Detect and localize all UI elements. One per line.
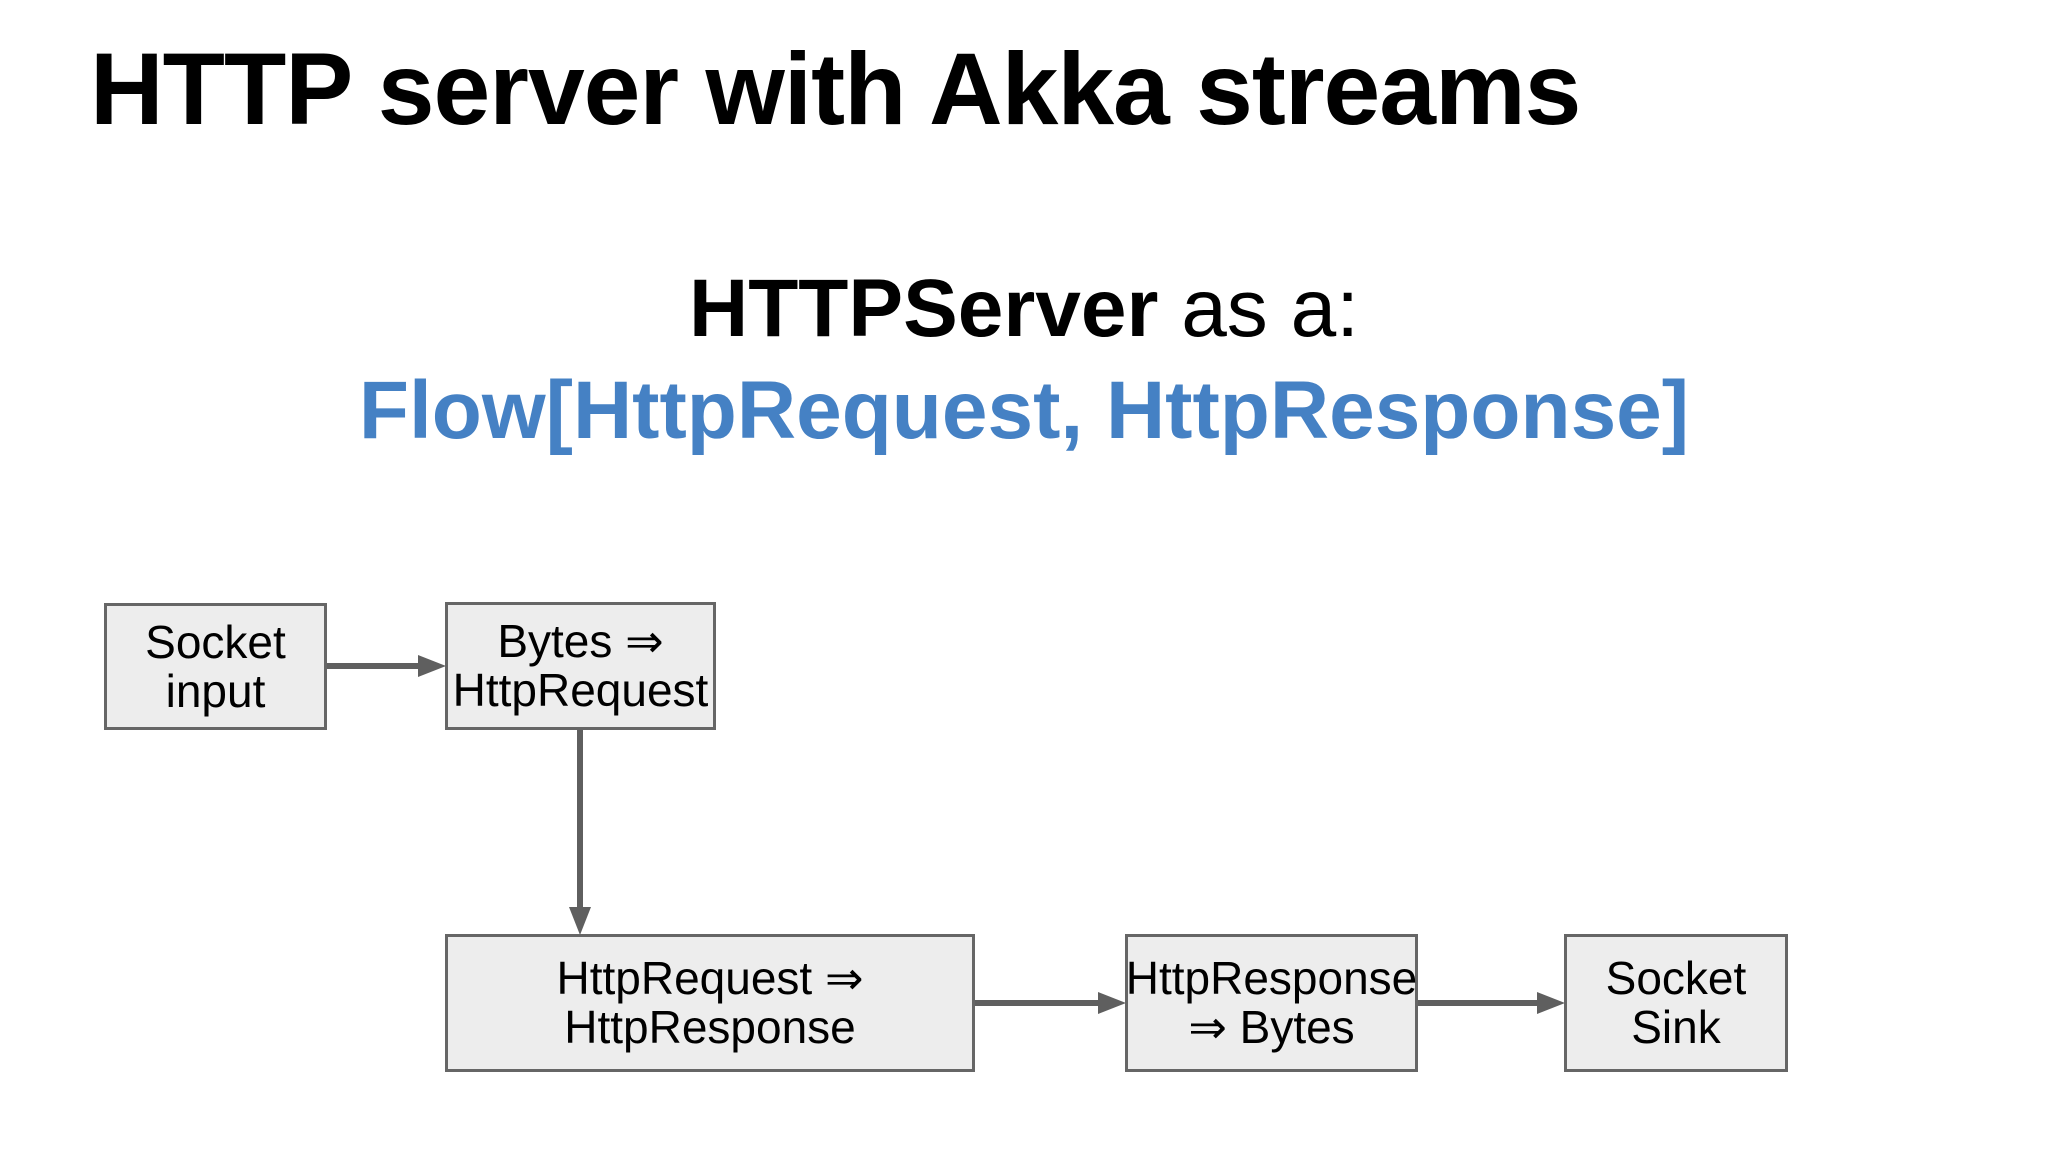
node-label-line: Socket bbox=[1605, 952, 1747, 1004]
flow-type-signature: Flow[HttpRequest, HttpResponse] bbox=[358, 365, 1690, 456]
node-label-line: HttpResponse bbox=[564, 1001, 856, 1053]
subtitle-rest-text: as a: bbox=[1158, 263, 1359, 354]
arrow-bytes-to-request-response bbox=[569, 730, 591, 935]
node-httpresponse-to-bytes: HttpResponse ⇒ Bytes bbox=[1125, 934, 1418, 1072]
node-label-line: Bytes ⇒ bbox=[497, 615, 664, 667]
node-label-line: HttpRequest bbox=[452, 664, 709, 716]
node-label-line: ⇒ Bytes bbox=[1188, 1001, 1355, 1053]
node-label-line: HttpResponse bbox=[1125, 952, 1418, 1004]
node-label-line: Socket bbox=[145, 615, 286, 668]
node-label-line: Sink bbox=[1631, 1001, 1721, 1053]
arrow-response-bytes-to-socket-sink bbox=[1418, 992, 1565, 1014]
node-httprequest-to-httpresponse: HttpRequest ⇒ HttpResponse bbox=[445, 934, 975, 1072]
node-label-line: input bbox=[165, 664, 266, 717]
node-label-line: HttpRequest ⇒ bbox=[556, 952, 864, 1004]
node-bytes-to-httprequest: Bytes ⇒ HttpRequest bbox=[445, 602, 716, 730]
arrow-request-response-to-response-bytes bbox=[975, 992, 1126, 1014]
subtitle-strong-text: HTTPServer bbox=[689, 263, 1159, 354]
subtitle-line: HTTPServer as a: bbox=[0, 258, 2048, 360]
subtitle-block: HTTPServer as a: Flow[HttpRequest, HttpR… bbox=[0, 258, 2048, 462]
arrow-socket-input-to-bytes bbox=[326, 655, 446, 677]
node-socket-sink: Socket Sink bbox=[1564, 934, 1788, 1072]
node-socket-input: Socket input bbox=[104, 603, 327, 730]
slide-title: HTTP server with Akka streams bbox=[90, 32, 1581, 146]
